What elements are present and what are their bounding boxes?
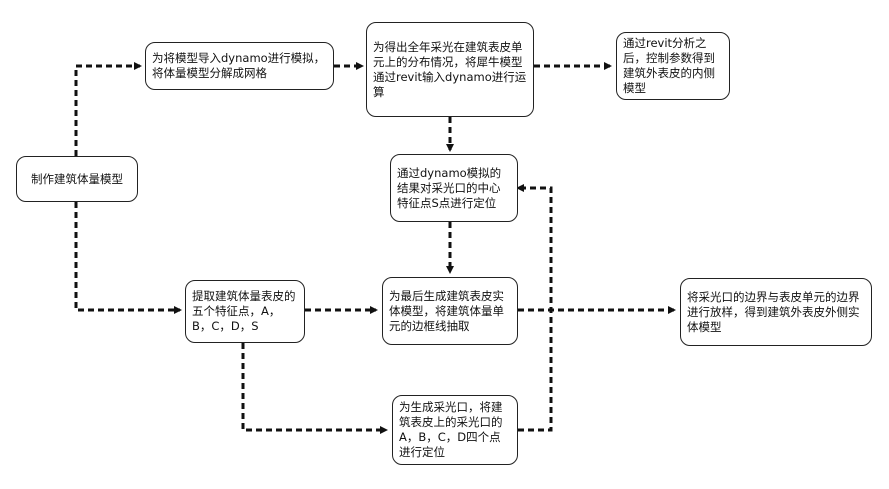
node-outer-solid-model-label: 将采光口的边界与表皮单元的边界进行放样，得到建筑外表皮外侧实体模型	[687, 289, 860, 334]
node-locate-point-s: 通过dynamo模拟的结果对采光口的中心特征点S点进行定位	[390, 154, 518, 222]
node-create-massing-model-label: 制作建筑体量模型	[31, 171, 123, 186]
node-final-solid-model-label: 为最后生成建筑表皮实体模型，将建筑体量单元的边框线抽取	[389, 288, 504, 333]
edge-start-to-extract	[74, 202, 182, 314]
node-extract-feature-points-label: 提取建筑体量表皮的五个特征点，A，B，C，D，S	[192, 289, 296, 333]
node-generate-openings-label: 为生成采光口，将建筑表皮上的采光口的A，B，C，D四个点进行定位	[399, 400, 503, 459]
node-create-massing-model: 制作建筑体量模型	[16, 156, 138, 202]
edge-start-to-import	[74, 62, 142, 156]
node-locate-point-s-label: 通过dynamo模拟的结果对采光口的中心特征点S点进行定位	[397, 165, 502, 210]
node-import-dynamo: 为将模型导入dynamo进行模拟，将体量模型分解成网格	[145, 42, 334, 90]
node-import-dynamo-label: 为将模型导入dynamo进行模拟，将体量模型分解成网格	[152, 51, 326, 80]
node-daylight-distribution-label: 为得出全年采光在建筑表皮单元上的分布情况，将犀牛模型通过revit输入dynam…	[373, 39, 527, 99]
node-daylight-distribution: 为得出全年采光在建筑表皮单元上的分布情况，将犀牛模型通过revit输入dynam…	[366, 22, 534, 117]
node-outer-solid-model: 将采光口的边界与表皮单元的边界进行放样，得到建筑外表皮外侧实体模型	[680, 278, 872, 346]
edge-generate-to-locate	[516, 184, 553, 432]
node-revit-inner-model-label: 通过revit分析之后，控制参数得到建筑外表皮的内侧模型	[623, 36, 715, 95]
edge-extract-to-generate	[241, 343, 388, 434]
node-final-solid-model: 为最后生成建筑表皮实体模型，将建筑体量单元的边框线抽取	[382, 277, 518, 345]
node-extract-feature-points: 提取建筑体量表皮的五个特征点，A，B，C，D，S	[185, 280, 305, 343]
node-revit-inner-model: 通过revit分析之后，控制参数得到建筑外表皮的内侧模型	[616, 32, 730, 100]
node-generate-openings: 为生成采光口，将建筑表皮上的采光口的A，B，C，D四个点进行定位	[392, 395, 518, 465]
